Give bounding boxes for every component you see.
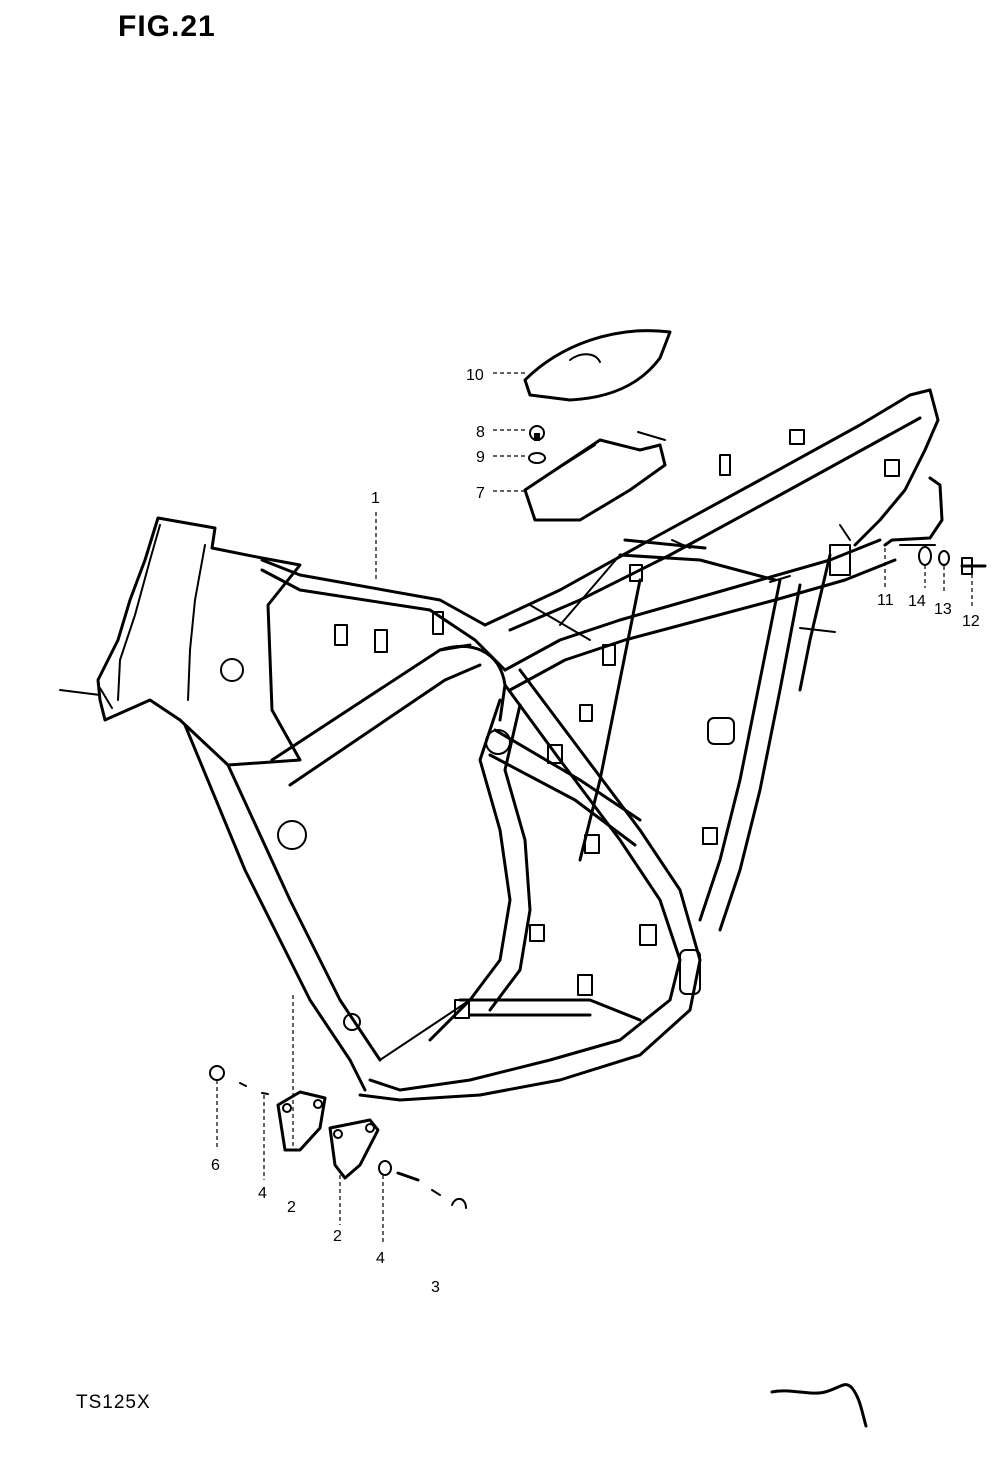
callout-1: 1 (371, 490, 380, 507)
part-14-washer (918, 546, 932, 566)
part-11-bracket (883, 476, 944, 547)
part-4-washer-left (239, 1082, 269, 1095)
callout-4-left: 4 (258, 1185, 267, 1202)
part-9-washer (528, 452, 546, 464)
part-12-bolt (960, 557, 987, 575)
callout-2-left: 2 (287, 1199, 296, 1216)
callout-8: 8 (476, 424, 485, 441)
callout-13: 13 (934, 601, 952, 618)
callout-11: 11 (877, 592, 894, 609)
part-6-nut (209, 1065, 225, 1081)
callout-labels: 1 2 2 3 4 4 6 7 8 9 10 11 12 13 14 (211, 367, 980, 1296)
part-10-cover (523, 329, 672, 402)
part-13-lockwasher (938, 550, 950, 566)
model-code: TS125X (76, 1392, 151, 1413)
callout-3: 3 (431, 1279, 440, 1296)
callout-12: 12 (962, 613, 980, 630)
part-8-bolt (529, 425, 545, 441)
callout-10: 10 (466, 367, 484, 384)
part-2-plate-right (328, 1118, 380, 1180)
part-4-washer-right (378, 1160, 392, 1176)
callout-9: 9 (476, 449, 485, 466)
callout-2-right: 2 (333, 1228, 342, 1245)
part-7-bracket (523, 431, 667, 522)
signature-mark (770, 1383, 868, 1428)
callout-6: 6 (211, 1157, 220, 1174)
callout-4-right: 4 (376, 1250, 385, 1267)
callout-7: 7 (476, 485, 485, 502)
leader-lines (216, 372, 973, 1245)
part-2-plate-left (276, 1090, 327, 1152)
figure-title: FIG.21 (118, 10, 216, 43)
callout-14: 14 (908, 593, 926, 610)
part-3-bolt (396, 1171, 467, 1209)
motorcycle-frame (59, 388, 940, 1102)
